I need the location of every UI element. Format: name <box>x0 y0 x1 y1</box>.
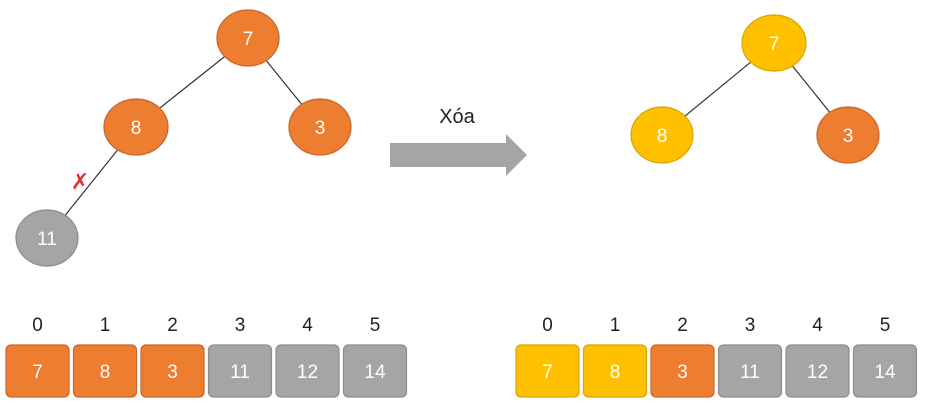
array-index-label: 3 <box>745 315 756 336</box>
node-label: 11 <box>37 229 57 250</box>
before-node-root: 7 <box>216 9 280 67</box>
array-index-label: 1 <box>100 315 111 336</box>
array-cell <box>717 344 783 398</box>
node-label: 7 <box>769 34 780 55</box>
after-node-right: 3 <box>816 106 880 164</box>
array-cell <box>72 344 138 398</box>
array-cell <box>275 344 340 398</box>
before-node-leftleft: 11 <box>15 209 79 267</box>
action-label: Xóa <box>439 106 475 128</box>
array-cell-value: 12 <box>807 362 828 383</box>
delete-x-icon: ✗ <box>71 170 89 195</box>
array-index-label: 5 <box>880 315 891 336</box>
array-cell-value: 7 <box>32 362 43 383</box>
array-index-label: 0 <box>542 315 553 336</box>
array-cell-value: 7 <box>542 362 553 383</box>
after-node-left: 8 <box>630 106 694 164</box>
array-cell-value: 3 <box>167 362 178 383</box>
array-cell <box>207 344 273 398</box>
after-array: 0 7 1 8 2 3 3 11 4 12 5 14 <box>515 315 918 398</box>
array-index-label: 4 <box>812 315 823 336</box>
array-index-label: 3 <box>235 315 246 336</box>
node-label: 8 <box>131 118 142 139</box>
array-index-label: 0 <box>32 315 43 336</box>
node-label: 7 <box>243 29 254 50</box>
node-label: 3 <box>315 118 326 139</box>
array-index-label: 2 <box>677 315 688 336</box>
array-cell <box>140 344 205 398</box>
before-node-right: 3 <box>288 98 352 156</box>
node-label: 8 <box>657 126 668 147</box>
array-cell <box>785 344 850 398</box>
array-index-label: 1 <box>610 315 621 336</box>
action-arrow: Xóa <box>390 106 527 176</box>
array-cell <box>650 344 715 398</box>
array-cell <box>342 344 408 398</box>
after-node-root: 7 <box>741 14 807 72</box>
array-cell <box>5 344 70 398</box>
after-tree: 7 8 3 <box>630 14 880 164</box>
array-cell-value: 12 <box>297 362 318 383</box>
array-cell-value: 11 <box>740 362 760 383</box>
array-index-label: 5 <box>370 315 381 336</box>
before-array: 0 7 1 8 2 3 3 11 4 12 5 14 <box>5 315 408 398</box>
before-tree: 7 8 3 11 ✗ <box>15 9 352 267</box>
array-cell <box>515 344 580 398</box>
array-cell-value: 8 <box>610 362 621 383</box>
before-node-left: 8 <box>103 98 169 156</box>
array-cell-value: 14 <box>874 362 896 383</box>
array-cell <box>852 344 918 398</box>
right-arrow-icon <box>390 134 527 176</box>
array-index-label: 4 <box>302 315 313 336</box>
node-label: 3 <box>843 126 854 147</box>
array-cell-value: 8 <box>100 362 111 383</box>
array-cell-value: 11 <box>230 362 250 383</box>
array-cell <box>582 344 648 398</box>
array-cell-value: 3 <box>677 362 688 383</box>
array-index-label: 2 <box>167 315 178 336</box>
array-cell-value: 14 <box>364 362 386 383</box>
